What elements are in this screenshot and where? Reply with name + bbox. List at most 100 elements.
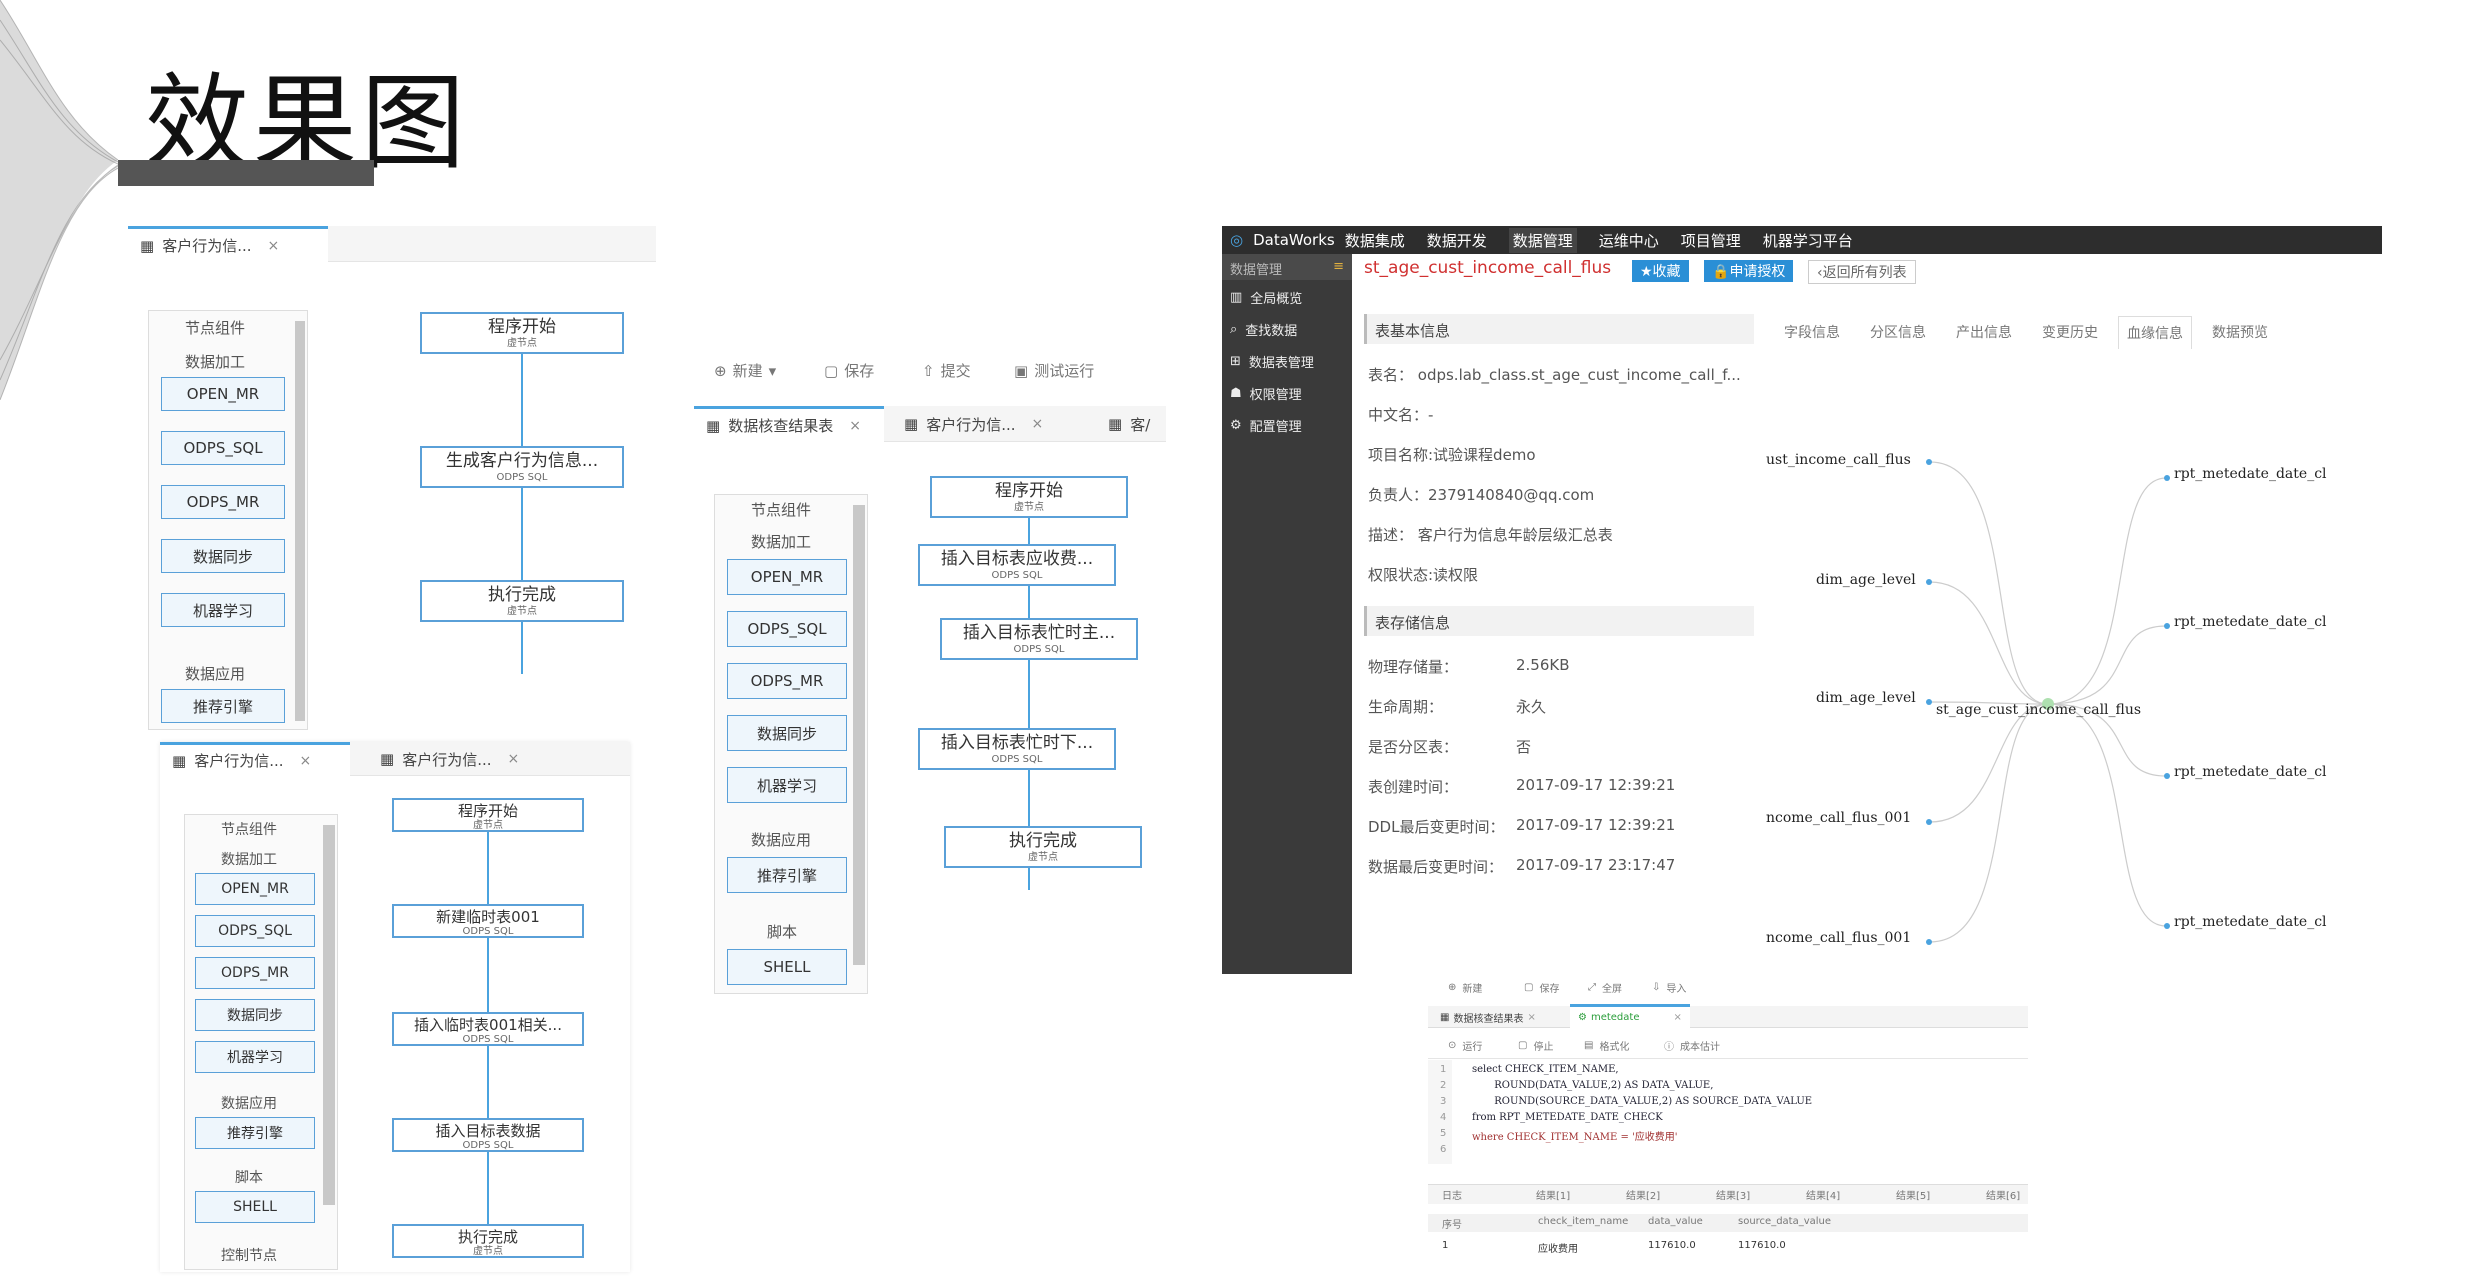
lineage-node-dot[interactable] xyxy=(1926,939,1932,945)
code-line[interactable]: where CHECK_ITEM_NAME = '应收费用' xyxy=(1472,1132,1678,1143)
toolbar-test-run[interactable]: ▣测试运行 xyxy=(1014,361,1095,381)
code-line[interactable]: select CHECK_ITEM_NAME, xyxy=(1472,1064,1619,1075)
lineage-node-dot[interactable] xyxy=(1926,459,1932,465)
lineage-node-label[interactable]: dim_age_level xyxy=(1816,572,1916,588)
flow-node[interactable]: 插入目标表应收费...ODPS SQL xyxy=(918,544,1116,586)
nav-item[interactable]: 数据集成 xyxy=(1344,231,1405,250)
scrollbar[interactable] xyxy=(295,321,305,721)
tab-metedate[interactable]: ⚙metedate× xyxy=(1570,1004,1690,1028)
format-button[interactable]: ▤格式化 xyxy=(1584,1040,1630,1053)
tab-check-result[interactable]: ▦数据核查结果表× xyxy=(1440,1011,1536,1025)
toolbar-new[interactable]: ⊕新建▾ xyxy=(714,361,777,381)
palette-item-recommend[interactable]: 推荐引擎 xyxy=(727,857,847,893)
palette-item-open-mr[interactable]: OPEN_MR xyxy=(195,873,315,905)
toolbar-save[interactable]: ▢保存 xyxy=(824,361,875,381)
flow-node[interactable]: 执行完成虚节点 xyxy=(392,1224,584,1258)
lineage-node-label[interactable]: rpt_metedate_date_cl xyxy=(2174,614,2327,630)
toolbar-new[interactable]: ⊕新建 xyxy=(1448,982,1483,995)
code-line[interactable]: from RPT_METEDATE_DATE_CHECK xyxy=(1472,1112,1663,1123)
tab-preview[interactable]: 数据预览 xyxy=(2212,325,2268,341)
flow-node[interactable]: 程序开始虚节点 xyxy=(392,798,584,832)
palette-item-data-sync[interactable]: 数据同步 xyxy=(727,715,847,751)
lineage-center-label[interactable]: st_age_cust_income_call_flus xyxy=(1936,702,2142,718)
palette-item-shell[interactable]: SHELL xyxy=(195,1191,315,1223)
scrollbar[interactable] xyxy=(323,825,335,1205)
back-button[interactable]: ‹返回所有列表 xyxy=(1808,260,1916,284)
palette-item-ml[interactable]: 机器学习 xyxy=(161,593,285,627)
palette-item-odps-sql[interactable]: ODPS_SQL xyxy=(195,915,315,947)
flow-node[interactable]: 执行完成虚节点 xyxy=(944,826,1142,868)
tab-workflow-2[interactable]: ▦客户行为信...× xyxy=(380,750,520,769)
tab-check-result[interactable]: ▦数据核查结果表× xyxy=(694,406,884,442)
close-icon[interactable]: × xyxy=(1031,416,1044,432)
close-icon[interactable]: × xyxy=(299,752,312,769)
palette-item-odps-sql[interactable]: ODPS_SQL xyxy=(161,431,285,465)
sidebar-item-search[interactable]: ⌕查找数据 xyxy=(1230,322,1298,339)
lineage-node-dot[interactable] xyxy=(2164,773,2170,779)
palette-item-ml[interactable]: 机器学习 xyxy=(727,767,847,803)
code-line[interactable]: ROUND(SOURCE_DATA_VALUE,2) AS SOURCE_DAT… xyxy=(1472,1096,1813,1107)
lineage-node-label[interactable]: ust_income_call_flus xyxy=(1766,452,1911,468)
nav-item[interactable]: 机器学习平台 xyxy=(1762,231,1853,250)
flow-node[interactable]: 程序开始虚节点 xyxy=(420,312,624,354)
nav-item[interactable]: 数据开发 xyxy=(1426,231,1487,250)
favorite-button[interactable]: ★收藏 xyxy=(1632,260,1689,282)
palette-item-data-sync[interactable]: 数据同步 xyxy=(161,539,285,573)
tab-lineage[interactable]: 血缘信息 xyxy=(2118,316,2192,349)
lineage-node-dot[interactable] xyxy=(2164,475,2170,481)
result-tab[interactable]: 结果[2] xyxy=(1626,1191,1661,1202)
code-line[interactable]: ROUND(DATA_VALUE,2) AS DATA_VALUE, xyxy=(1472,1080,1714,1091)
lineage-node-dot[interactable] xyxy=(2164,623,2170,629)
result-tab-log[interactable]: 日志 xyxy=(1442,1191,1462,1202)
flow-node[interactable]: 执行完成虚节点 xyxy=(420,580,624,622)
close-icon[interactable]: × xyxy=(507,751,520,767)
flow-node[interactable]: 生成客户行为信息...ODPS SQL xyxy=(420,446,624,488)
sidebar-item-config[interactable]: ⚙配置管理 xyxy=(1230,418,1302,435)
palette-item-odps-mr[interactable]: ODPS_MR xyxy=(727,663,847,699)
result-tab[interactable]: 结果[4] xyxy=(1806,1191,1841,1202)
palette-item-odps-mr[interactable]: ODPS_MR xyxy=(195,957,315,989)
palette-item-data-sync[interactable]: 数据同步 xyxy=(195,999,315,1031)
toolbar-import[interactable]: ⇩导入 xyxy=(1652,982,1687,995)
palette-item-open-mr[interactable]: OPEN_MR xyxy=(161,377,285,411)
result-tab[interactable]: 结果[5] xyxy=(1896,1191,1931,1202)
flow-node[interactable]: 插入目标表忙时主...ODPS SQL xyxy=(940,618,1138,660)
close-icon[interactable]: × xyxy=(267,237,280,254)
palette-item-recommend[interactable]: 推荐引擎 xyxy=(195,1117,315,1149)
run-button[interactable]: ⊙运行 xyxy=(1448,1040,1483,1053)
tab-workflow[interactable]: ▦ 客户行为信... × xyxy=(128,226,328,262)
lineage-node-label[interactable]: rpt_metedate_date_cl xyxy=(2174,914,2327,930)
result-tab[interactable]: 结果[6] xyxy=(1986,1191,2021,1202)
palette-item-open-mr[interactable]: OPEN_MR xyxy=(727,559,847,595)
sidebar-item-overview[interactable]: ▥全局概览 xyxy=(1230,290,1303,307)
nav-item[interactable]: 运维中心 xyxy=(1598,231,1659,250)
menu-icon[interactable]: ≡ xyxy=(1333,259,1344,274)
result-tab[interactable]: 结果[3] xyxy=(1716,1191,1751,1202)
tab-workflow[interactable]: ▦客户行为信...× xyxy=(160,742,350,776)
nav-item[interactable]: 项目管理 xyxy=(1680,231,1741,250)
flow-node[interactable]: 程序开始虚节点 xyxy=(930,476,1128,518)
tab-customer[interactable]: ▦客户行为信...× xyxy=(904,415,1044,434)
toolbar-submit[interactable]: ⇧提交 xyxy=(922,361,971,381)
lineage-node-label[interactable]: dim_age_level xyxy=(1816,690,1916,706)
lineage-node-dot[interactable] xyxy=(2164,923,2170,929)
lineage-node-dot[interactable] xyxy=(1926,579,1932,585)
tab-partitions[interactable]: 分区信息 xyxy=(1870,325,1926,341)
lineage-node-dot[interactable] xyxy=(1926,819,1932,825)
palette-item-odps-sql[interactable]: ODPS_SQL xyxy=(727,611,847,647)
lineage-node-dot[interactable] xyxy=(1926,699,1932,705)
toolbar-save[interactable]: ▢保存 xyxy=(1524,982,1560,995)
scrollbar[interactable] xyxy=(853,505,865,965)
tab-fields[interactable]: 字段信息 xyxy=(1784,325,1840,341)
palette-item-shell[interactable]: SHELL xyxy=(727,949,847,985)
tab-output[interactable]: 产出信息 xyxy=(1956,325,2012,341)
tab-more[interactable]: ▦客/ xyxy=(1108,415,1151,434)
stop-button[interactable]: ▢停止 xyxy=(1518,1040,1554,1053)
lineage-node-label[interactable]: rpt_metedate_date_cl xyxy=(2174,466,2327,482)
nav-item[interactable]: 数据管理 xyxy=(1508,227,1577,253)
tab-history[interactable]: 变更历史 xyxy=(2042,325,2098,341)
flow-node[interactable]: 插入临时表001相关...ODPS SQL xyxy=(392,1012,584,1046)
